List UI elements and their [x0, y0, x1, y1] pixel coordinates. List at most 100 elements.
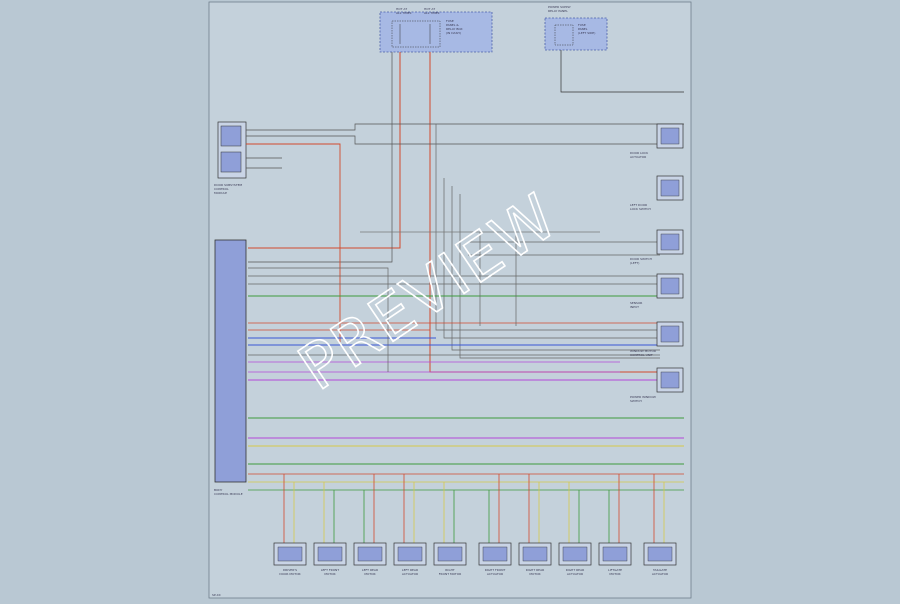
bottom-component-name: RIGHT FRONT — [485, 568, 506, 572]
bottom-component-body — [317, 546, 343, 562]
fuse-note-1: PANEL & — [446, 23, 459, 27]
fuse-block: HOT AT ALL TIMES HOT AT ALL TIMES FUSE P… — [379, 7, 493, 53]
right-component-sub: INPUT — [630, 305, 639, 309]
fuse-note-3: (IN DASH) — [446, 31, 461, 35]
bottom-component-sub: MOTOR — [324, 572, 335, 576]
power-title-1: RELAY PANEL — [548, 9, 568, 13]
body-control-module: BODY CONTROL MODULE — [214, 239, 247, 496]
right-component-sub: (LEFT) — [630, 261, 639, 265]
right-component-sub: SWITCH — [630, 399, 642, 403]
bottom-component-sub: ACTUATOR — [487, 572, 503, 576]
power-note-1: PANEL — [578, 27, 588, 31]
main-module-caption-1: CONTROL MODULE — [214, 492, 243, 496]
fuse-title-1: ALL TIMES — [396, 11, 412, 15]
left-switch-caption-2: MODULE — [214, 191, 227, 195]
right-component-name: POWER WINDOW — [630, 395, 656, 399]
bottom-component-body — [437, 546, 463, 562]
wire-11 — [459, 194, 660, 359]
diagram-sheet — [208, 1, 692, 599]
fuse-title-3: ALL TIMES — [424, 11, 440, 15]
right-component-sub: LOCK SWITCH — [630, 207, 651, 211]
power-note-2: (LEFT SIDE) — [578, 31, 595, 35]
power-title-0: POWER SUPPLY — [548, 5, 571, 9]
bottom-component-sub: ACTUATOR — [567, 572, 583, 576]
bottom-component-name: DRIVER'S — [283, 568, 297, 572]
bottom-component-body — [602, 546, 628, 562]
bottom-component-body — [522, 546, 548, 562]
fuse-note-0: FUSE — [446, 19, 454, 23]
wire-4 — [246, 135, 660, 145]
bottom-component-name: RIGHT REAR — [526, 568, 544, 572]
wire-3 — [246, 123, 684, 131]
right-component-name: LEFT DOOR — [630, 203, 647, 207]
right-component-body — [660, 179, 680, 197]
bottom-component-sub: MOTOR — [364, 572, 375, 576]
right-component-name: DOOR SWITCH — [630, 257, 652, 261]
wire-9 — [443, 178, 660, 339]
bottom-component-body — [277, 546, 303, 562]
right-component-sub: ACTUATOR — [630, 155, 646, 159]
fuse-note-2: RELAY BOX — [446, 27, 463, 31]
wire-29 — [248, 267, 389, 372]
bottom-component-body — [482, 546, 508, 562]
power-supply-box: POWER SUPPLY RELAY PANEL FUSE PANEL (LEF… — [544, 5, 608, 51]
fuse-title-0: HOT AT — [396, 7, 407, 11]
bottom-component-name: RIGHT — [445, 568, 455, 572]
bottom-component-name: LEFT FRONT — [321, 568, 339, 572]
fuse-title-2: HOT AT — [424, 7, 435, 11]
right-component-body — [660, 233, 680, 251]
bottom-component-body — [357, 546, 383, 562]
bottom-component-sub: MOTOR — [529, 572, 540, 576]
right-component-body — [660, 277, 680, 295]
right-component-body — [660, 325, 680, 343]
bottom-component-name: LEFT REAR — [402, 568, 418, 572]
wire-0 — [248, 52, 401, 249]
bottom-component-name: RIGHT REAR — [566, 568, 584, 572]
wire-8 — [435, 124, 660, 331]
main-module-caption-0: BODY — [214, 488, 223, 492]
left-switch-caption-1: CONTROL — [214, 187, 229, 191]
bottom-component-name: LEFT REAR — [362, 568, 378, 572]
right-component-name: WINDOW MOTOR — [630, 349, 656, 353]
bottom-component-body — [397, 546, 423, 562]
bottom-component-name: TAILGATE — [652, 568, 667, 572]
wire-10 — [451, 186, 660, 351]
bottom-component-name: LIFTGATE — [608, 568, 622, 572]
bottom-component-sub: DOOR MOTOR — [279, 572, 300, 576]
right-component-2: DOOR SWITCH(LEFT) — [630, 229, 684, 265]
right-component-body — [660, 127, 680, 145]
power-supply-wire — [560, 50, 684, 93]
bottom-component-sub: FRONT MOTOR — [439, 572, 461, 576]
wire-layer — [246, 52, 684, 544]
right-component-sub: CONTROL UNIT — [630, 353, 653, 357]
right-component-name: SENSOR — [630, 301, 642, 305]
wire-2 — [248, 52, 393, 263]
right-component-body — [660, 371, 680, 389]
page-footer: SP-XX — [212, 593, 221, 597]
right-component-name: DOOR LOCK — [630, 151, 649, 155]
bottom-component-sub: ACTUATOR — [652, 572, 668, 576]
bottom-component-body — [647, 546, 673, 562]
left-switch-caption-0: DOOR SUBSYSTEM — [214, 183, 243, 187]
bottom-component-sub: ACTUATOR — [402, 572, 418, 576]
power-note-0: FUSE — [578, 23, 586, 27]
bottom-component-sub: MOTOR — [609, 572, 620, 576]
